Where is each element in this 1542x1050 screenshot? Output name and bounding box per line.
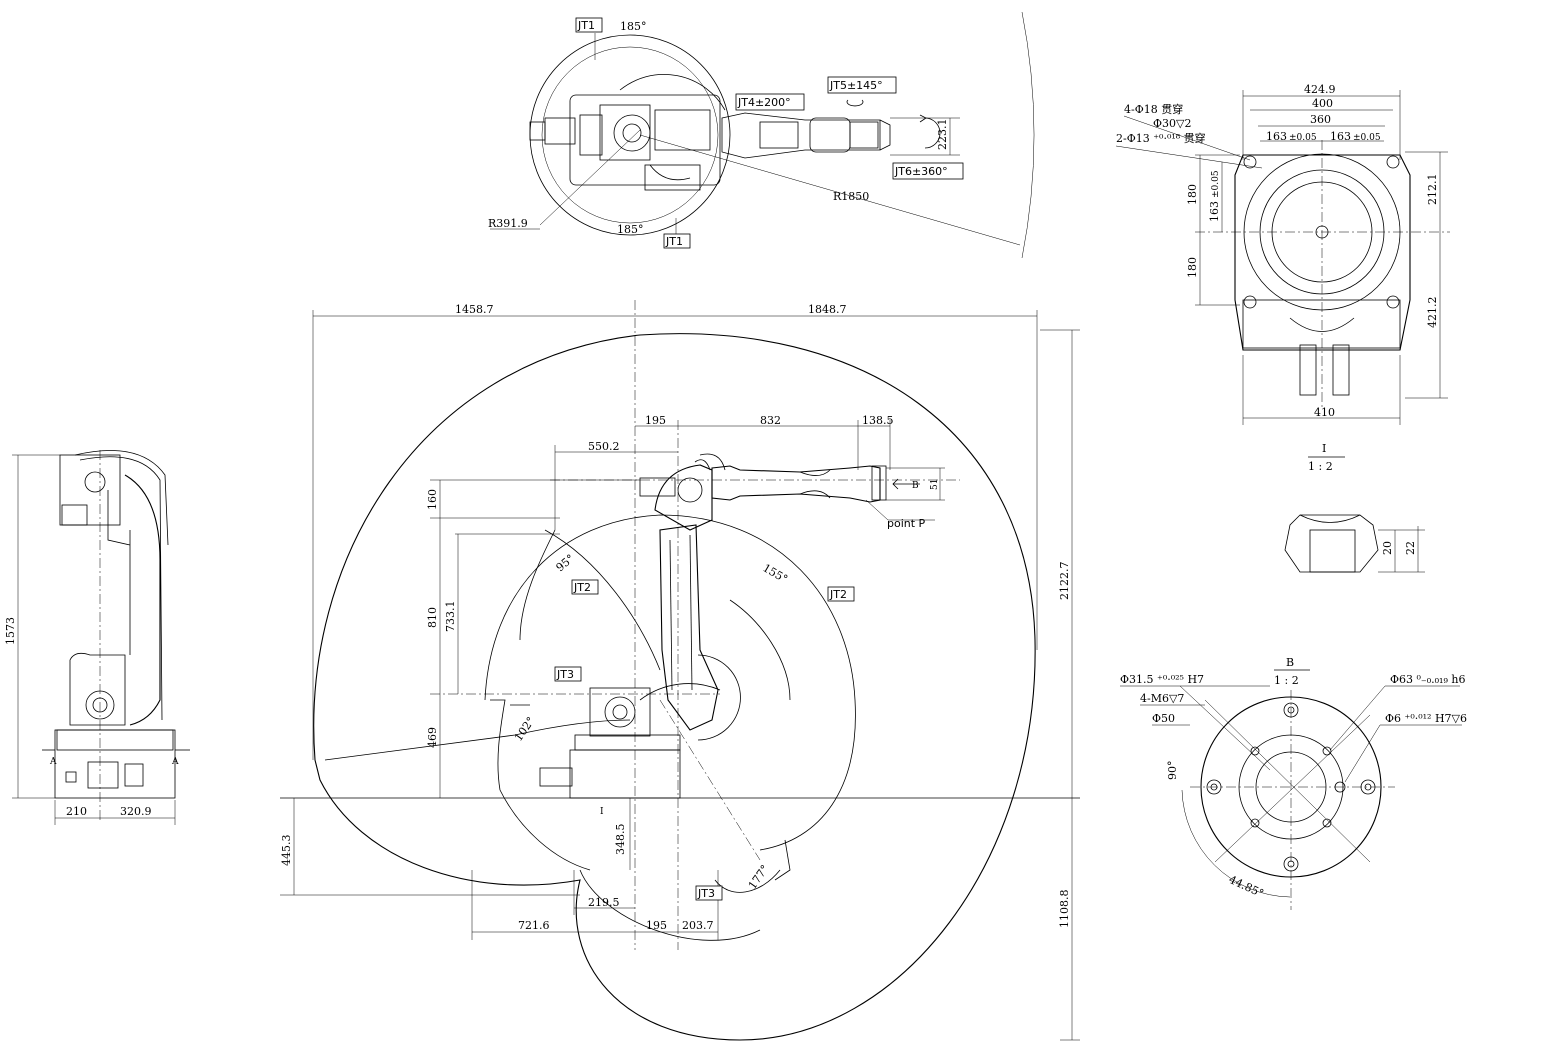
tol-163-b: ±0.05 — [1353, 133, 1381, 143]
side-dim-320-9: 320.9 — [120, 805, 152, 818]
note-31-5: Φ31.5 ⁺⁰·⁰²⁵ H7 — [1120, 673, 1204, 686]
r-base-label: R391.9 — [488, 217, 528, 230]
dim-1458-7: 1458.7 — [455, 303, 494, 316]
detail-i-label: I — [1322, 442, 1326, 455]
dim-138-5: 138.5 — [862, 414, 894, 427]
jt1-label-bottom: JT1 — [665, 235, 683, 248]
dim-1848-7: 1848.7 — [808, 303, 847, 316]
dim-180-top: 180 — [1186, 184, 1199, 205]
dim-163-v: 163 — [1208, 201, 1221, 222]
hole-note-3: 2-Φ13 ⁺⁰·⁰¹⁸ 贯穿 — [1116, 131, 1206, 145]
dim-348-5: 348.5 — [614, 824, 627, 856]
jt4-label: JT4±200° — [737, 96, 791, 109]
top-view: 223.1 JT1 185° 185° JT1 JT4±200° JT5±145… — [488, 11, 1035, 259]
jt1-circle — [529, 34, 731, 236]
jt2-label-a: JT2 — [573, 581, 591, 594]
dim-733-1: 733.1 — [444, 601, 457, 633]
section-a-left: A — [49, 757, 57, 767]
hole-note-1: 4-Φ18 贯穿 — [1124, 102, 1183, 116]
dim-195-bottom: 195 — [646, 919, 667, 932]
jt1-angle-top: 185° — [620, 20, 647, 33]
dim-421-2: 421.2 — [1426, 297, 1439, 329]
base-view: 424.9 400 360 163 ±0.05 163 ±0.05 4-Φ18 … — [1115, 83, 1450, 425]
dim-195-top: 195 — [645, 414, 666, 427]
dim-219-5: 219.5 — [588, 896, 620, 909]
detail-dim-20: 20 — [1381, 541, 1394, 555]
dim-1108-8: 1108.8 — [1058, 890, 1071, 929]
dim-163-b: 163 — [1330, 130, 1351, 143]
view-b-arrow: B — [912, 481, 919, 491]
jt3-label-b: JT3 — [697, 887, 715, 900]
mark-i: I — [600, 807, 604, 817]
jt1-angle-bottom: 185° — [617, 223, 644, 236]
angle-95: 95° — [554, 552, 577, 574]
dim-180-bottom: 180 — [1186, 257, 1199, 278]
reach-arc-r1850 — [1021, 11, 1035, 259]
note-6: Φ6 ⁺⁰·⁰¹² H7▽6 — [1385, 712, 1467, 725]
dim-400: 400 — [1312, 97, 1333, 110]
angle-90: 90° — [1166, 761, 1179, 781]
tol-163-v: ±0.05 — [1211, 170, 1221, 198]
angle-102: 102° — [512, 715, 538, 744]
forearm — [711, 465, 881, 503]
jt3-label-a: JT3 — [556, 668, 574, 681]
note-50: Φ50 — [1152, 712, 1175, 725]
side-dim-210: 210 — [66, 805, 87, 818]
note-63: Φ63 ⁰₋₀.₀₁₉ h6 — [1390, 673, 1465, 686]
inner-envelope — [484, 514, 856, 851]
dim-51: 51 — [930, 479, 940, 490]
side-view: 1573 210 320.9 A A — [4, 450, 190, 825]
side-height-1573: 1573 — [4, 617, 17, 645]
lower-arm — [659, 524, 719, 731]
r1850-leader — [639, 134, 1021, 246]
tol-163-a: ±0.05 — [1289, 133, 1317, 143]
base-plate — [1234, 154, 1411, 351]
dim-212-1: 212.1 — [1426, 174, 1439, 206]
note-m6: 4-M6▽7 — [1140, 692, 1184, 705]
dim-550-2: 550.2 — [588, 440, 620, 453]
detail-i: I 1 : 2 20 22 — [1284, 442, 1425, 573]
dim-469: 469 — [426, 727, 439, 748]
view-b-flange: B 1 : 2 Φ31.5 ⁺⁰·⁰²⁵ H7 4-M6▽7 Φ50 Φ63 ⁰… — [1120, 656, 1467, 910]
hole-note-2: Φ30▽2 — [1153, 117, 1191, 130]
dim-160: 160 — [426, 489, 439, 510]
dim-832: 832 — [760, 414, 781, 427]
dim-445-3: 445.3 — [280, 835, 293, 867]
dim-203-7: 203.7 — [682, 919, 714, 932]
dim-810: 810 — [426, 607, 439, 628]
point-p: point P — [887, 517, 926, 530]
jt6-label: JT6±360° — [894, 165, 948, 178]
jt2-label-b: JT2 — [829, 588, 847, 601]
dim-721-6: 721.6 — [518, 919, 550, 932]
angle-177: 177° — [746, 863, 772, 892]
view-b-label: B — [1286, 656, 1294, 669]
section-a-right: A — [171, 757, 179, 767]
elbow — [654, 464, 713, 531]
dim-163-a: 163 — [1266, 130, 1287, 143]
dim-424-9: 424.9 — [1304, 83, 1336, 96]
robot-base — [569, 749, 681, 799]
jt5-label: JT5±145° — [829, 79, 883, 92]
detail-i-scale: 1 : 2 — [1308, 460, 1333, 473]
r-reach-label: R1850 — [833, 190, 869, 203]
dim-223-1: 223.1 — [936, 119, 949, 151]
jt1-label-top: JT1 — [577, 19, 595, 32]
dim-360: 360 — [1310, 113, 1331, 126]
angle-44-85: 44.85° — [1227, 873, 1266, 900]
dim-410: 410 — [1314, 406, 1335, 419]
detail-dim-22: 22 — [1404, 541, 1417, 555]
view-b-scale: 1 : 2 — [1274, 674, 1299, 687]
main-view: point P B 51 1458.7 1848.7 195 832 138.5… — [280, 300, 1080, 1041]
work-envelope — [313, 333, 1036, 1041]
angle-155: 155° — [761, 561, 790, 586]
dim-2122-7: 2122.7 — [1058, 562, 1071, 601]
